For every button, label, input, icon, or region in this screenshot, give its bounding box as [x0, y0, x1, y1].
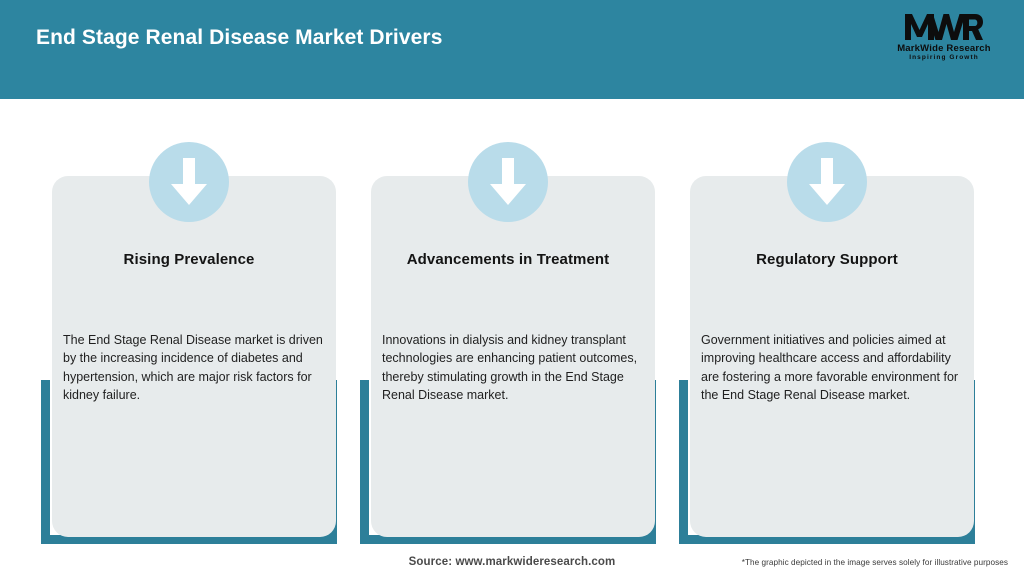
disclaimer-label: *The graphic depicted in the image serve… — [741, 558, 1008, 567]
page-header: End Stage Renal Disease Market Drivers M… — [0, 0, 1024, 99]
brand-logo: MarkWide Research Inspiring Growth — [888, 12, 1000, 68]
card-panel — [52, 176, 336, 537]
card-frame-bottom-bar — [679, 535, 975, 544]
arrow-down-icon — [787, 142, 867, 222]
card-title: Advancements in Treatment — [406, 251, 610, 268]
logo-tagline: Inspiring Growth — [909, 54, 979, 61]
source-label: Source: www.markwideresearch.com — [408, 556, 616, 568]
card-frame-left-bar — [41, 380, 50, 544]
card-body-text: The End Stage Renal Disease market is dr… — [63, 333, 323, 402]
card-panel — [690, 176, 974, 537]
card-body-text: Government initiatives and policies aime… — [701, 333, 959, 402]
logo-company-name: MarkWide Research — [897, 43, 991, 54]
card-panel — [371, 176, 655, 537]
card-title: Rising Prevalence — [123, 251, 255, 268]
card-body-text: Innovations in dialysis and kidney trans… — [382, 333, 638, 402]
card-title: Regulatory Support — [756, 251, 898, 268]
driver-card-2: Advancements in Treatment Innovations in… — [355, 99, 661, 549]
driver-cards-container: Rising Prevalence The End Stage Renal Di… — [0, 99, 1024, 549]
mwr-monogram-icon — [888, 12, 1000, 42]
card-frame-bottom-bar — [360, 535, 656, 544]
card-frame-bottom-bar — [41, 535, 337, 544]
driver-card-1: Rising Prevalence The End Stage Renal Di… — [36, 99, 342, 549]
arrow-down-icon — [468, 142, 548, 222]
driver-card-3: Regulatory Support Government initiative… — [674, 99, 980, 549]
card-frame-left-bar — [679, 380, 688, 544]
page-title: End Stage Renal Disease Market Drivers — [36, 26, 443, 49]
card-frame-left-bar — [360, 380, 369, 544]
arrow-down-icon — [149, 142, 229, 222]
